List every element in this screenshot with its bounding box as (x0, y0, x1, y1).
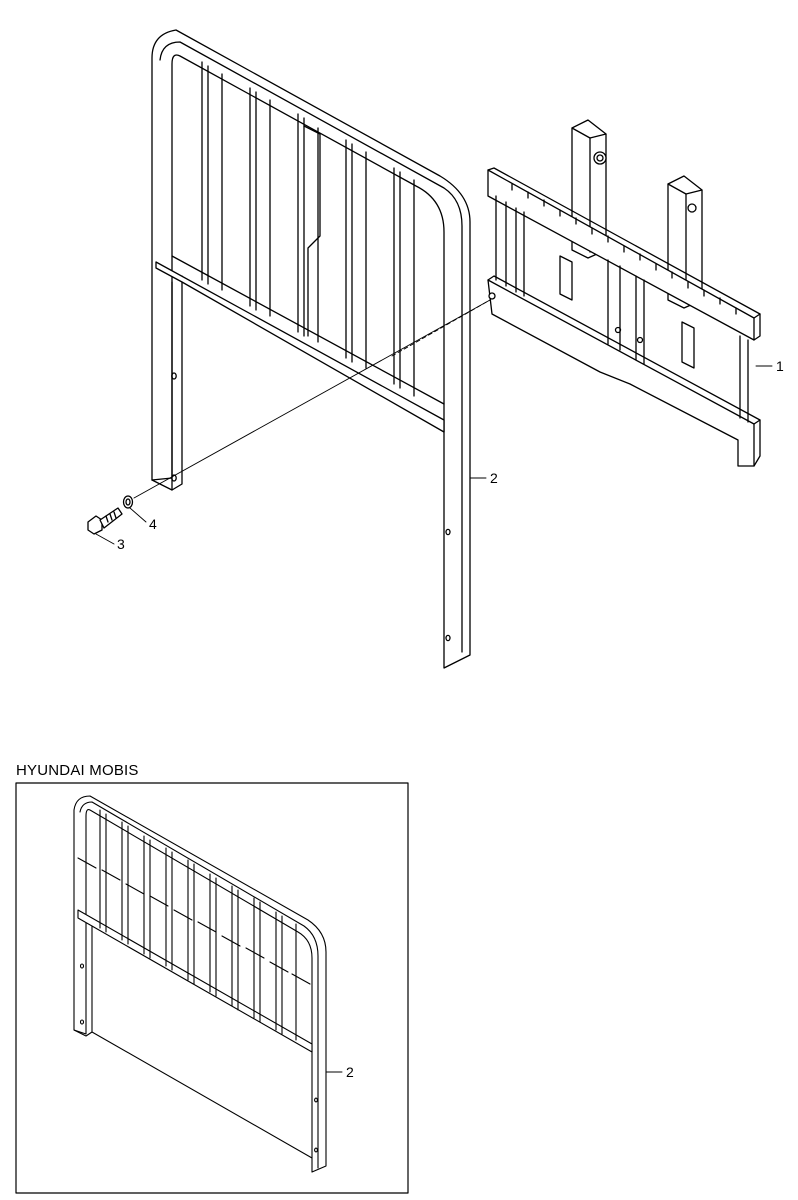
callout-washer: 4 (149, 516, 157, 532)
inset-load-backrest-guard (73, 795, 327, 1173)
callout-guard-main: 2 (490, 470, 498, 486)
inset-caption: HYUNDAI MOBIS (16, 762, 139, 779)
hex-bolt (87, 507, 123, 535)
fork-carriage (487, 119, 761, 467)
washer (122, 495, 134, 509)
callout-guard-inset: 2 (346, 1064, 354, 1080)
assembly-lines (133, 299, 491, 499)
inset-frame (15, 782, 409, 1194)
callout-bolt: 3 (117, 536, 125, 552)
callout-carriage: 1 (776, 358, 784, 374)
leader-lines (95, 365, 773, 1073)
load-backrest-guard (151, 29, 471, 669)
